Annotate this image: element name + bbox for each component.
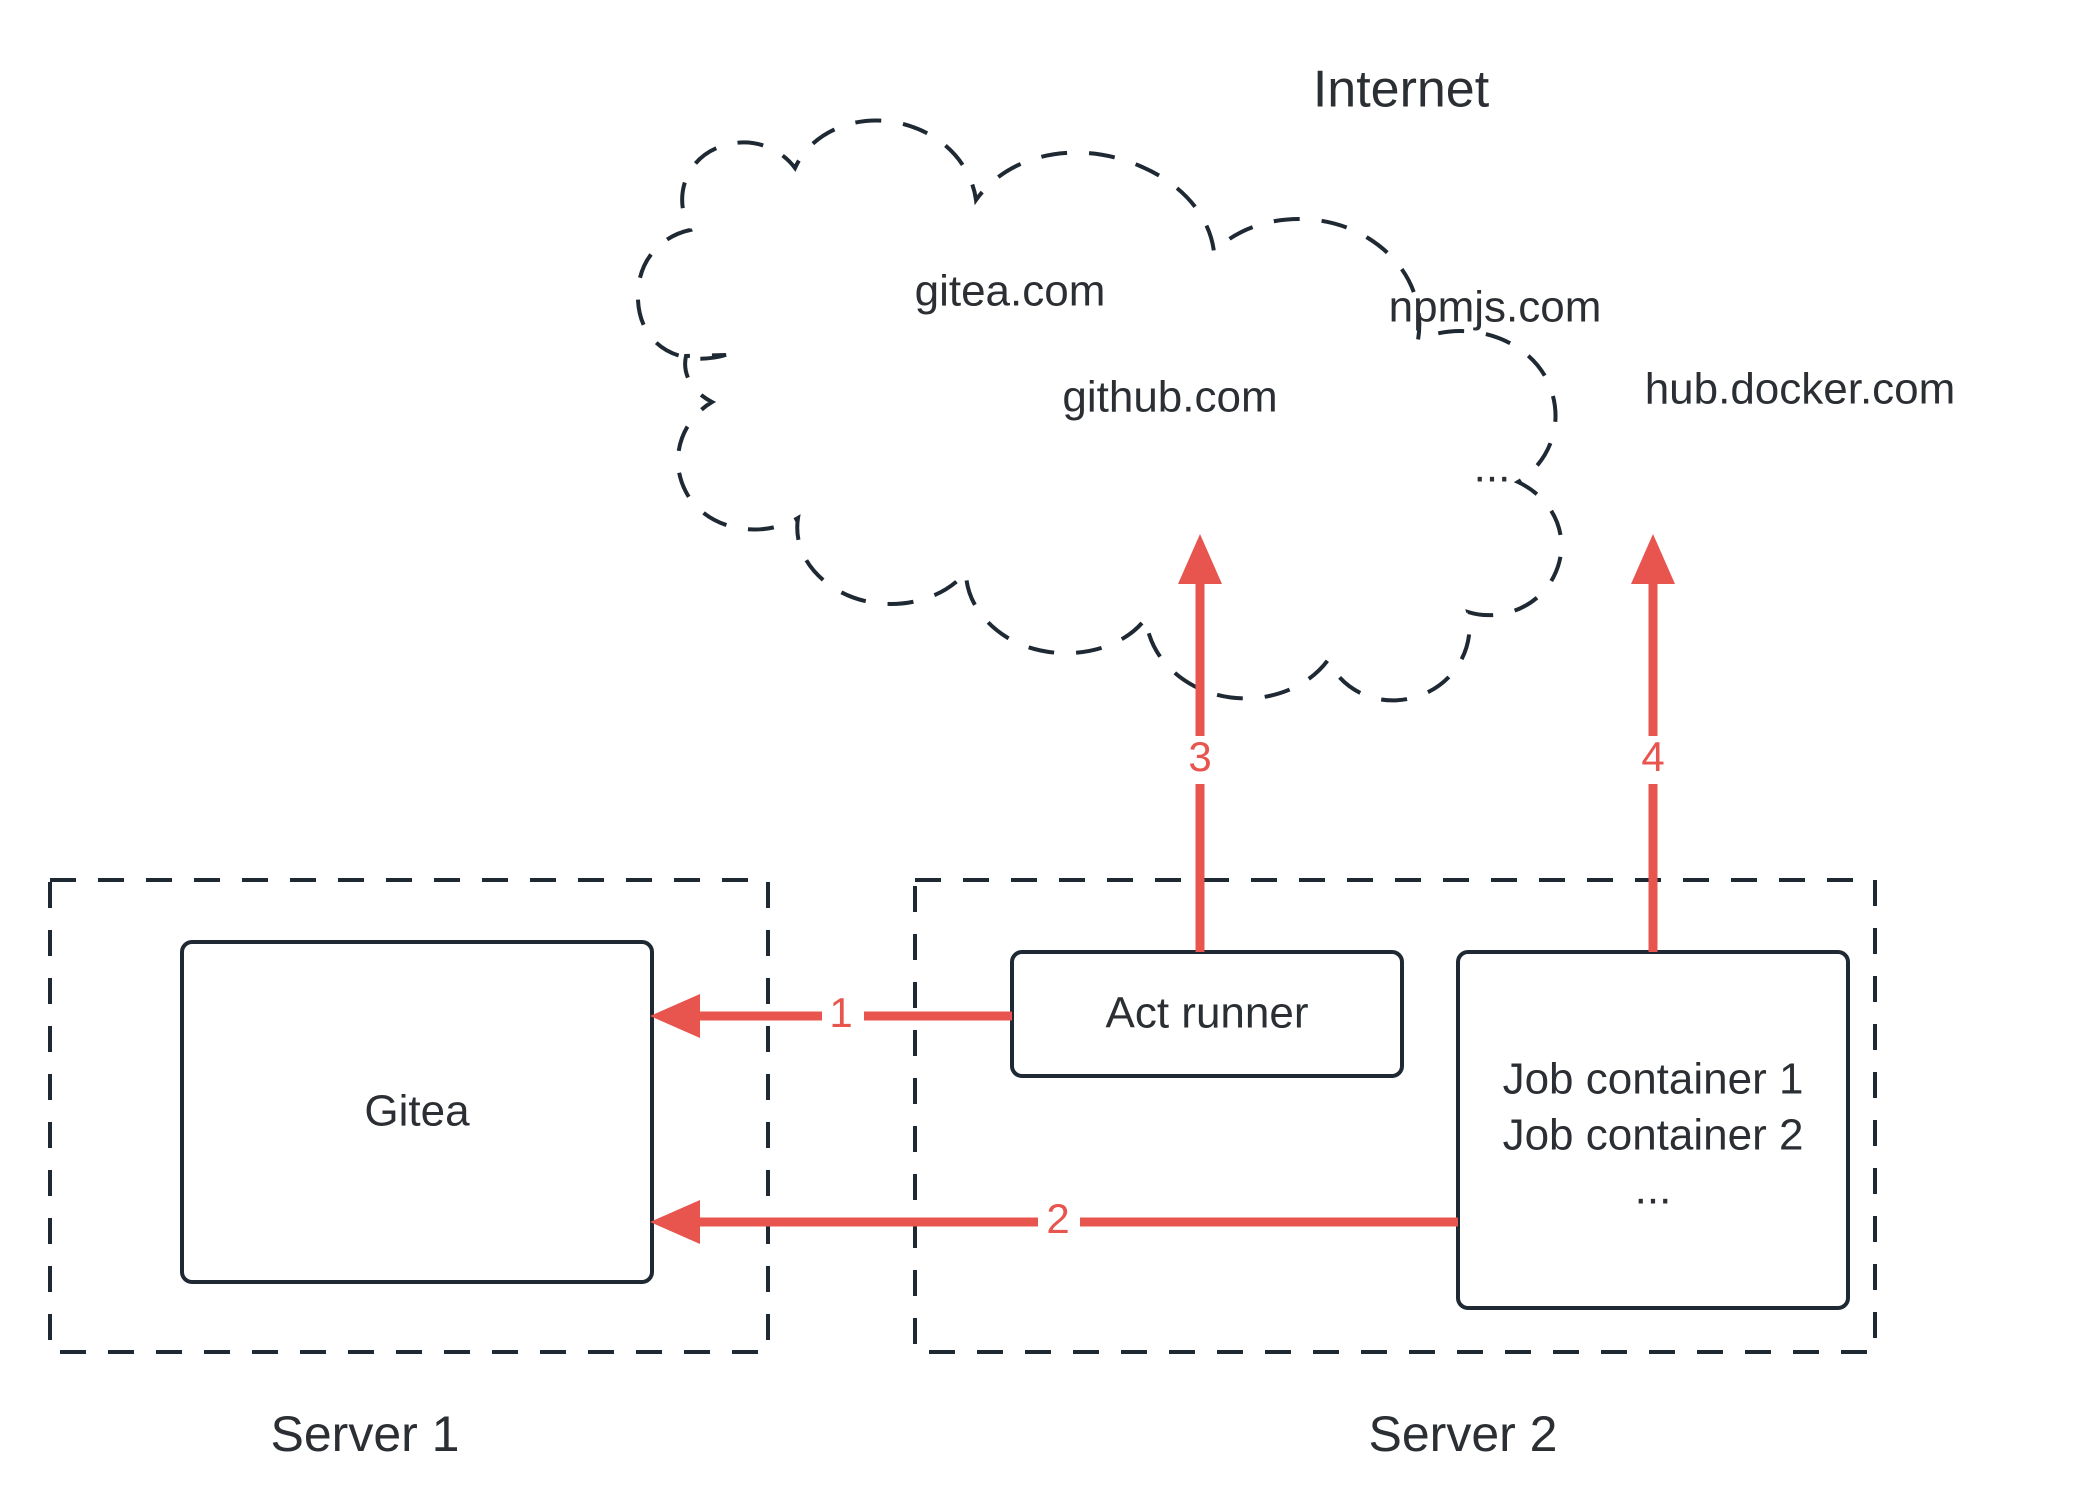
flow-4-group: 4 bbox=[1631, 534, 1675, 952]
cloud-service-hubdocker: hub.docker.com bbox=[1645, 365, 1956, 414]
cloud-service-github: github.com bbox=[1062, 373, 1277, 422]
internet-cloud-outline bbox=[635, 118, 1564, 703]
server-2-label: Server 2 bbox=[1369, 1406, 1558, 1462]
flow-3-group: 3 bbox=[1178, 534, 1222, 952]
gitea-node-box[interactable] bbox=[180, 940, 654, 1284]
flow-1-arrowhead bbox=[650, 994, 700, 1038]
internet-cloud-group: gitea.com npmjs.com github.com hub.docke… bbox=[635, 118, 1956, 703]
gitea-node-label: Gitea bbox=[364, 1087, 470, 1136]
server-1-group: Gitea Server 1 bbox=[48, 878, 770, 1462]
flow-2-group: 2 bbox=[650, 1195, 1458, 1244]
job-container-2-label: Job container 2 bbox=[1503, 1111, 1804, 1160]
flow-4-arrowhead bbox=[1631, 534, 1675, 584]
server-1-boundary bbox=[48, 878, 770, 1354]
cloud-service-gitea: gitea.com bbox=[915, 267, 1106, 316]
flow-2-step-label: 2 bbox=[1046, 1195, 1069, 1242]
flow-1-group: 1 bbox=[650, 989, 1012, 1038]
cloud-service-npmjs: npmjs.com bbox=[1389, 283, 1602, 332]
server-2-boundary bbox=[913, 878, 1877, 1354]
cloud-service-ellipsis: ... bbox=[1474, 443, 1511, 492]
flow-3-arrowhead bbox=[1178, 534, 1222, 584]
flow-1-step-label: 1 bbox=[829, 989, 852, 1036]
server-2-group: Act runner Job container 1 Job container… bbox=[913, 878, 1877, 1462]
server-1-label: Server 1 bbox=[271, 1406, 460, 1462]
job-container-ellipsis-label: ... bbox=[1635, 1165, 1672, 1214]
flow-2-arrowhead bbox=[650, 1200, 700, 1244]
act-runner-node-label: Act runner bbox=[1106, 989, 1309, 1038]
page-title: Internet bbox=[1313, 61, 1490, 119]
flow-3-step-label: 3 bbox=[1188, 733, 1211, 780]
flow-4-step-label: 4 bbox=[1641, 733, 1664, 780]
job-container-1-label: Job container 1 bbox=[1503, 1055, 1804, 1104]
